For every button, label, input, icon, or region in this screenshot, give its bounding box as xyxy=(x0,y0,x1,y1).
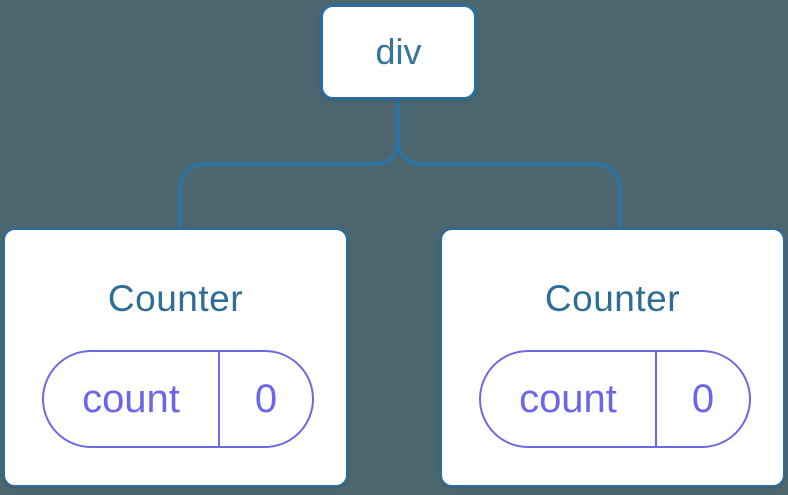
state-pill-divider xyxy=(218,352,220,446)
state-value: 0 xyxy=(254,376,278,421)
tree-node-div-label: div xyxy=(375,31,422,72)
state-value: 0 xyxy=(691,376,715,421)
state-pill: count 0 xyxy=(479,350,751,448)
state-key: count xyxy=(82,376,180,421)
state-pill: count 0 xyxy=(42,350,314,448)
state-pill-divider xyxy=(655,352,657,446)
tree-node-counter-1: Counter count 0 xyxy=(3,228,348,487)
counter-title: Counter xyxy=(107,278,244,319)
connector-right-branch xyxy=(396,100,622,229)
connector-left-branch xyxy=(178,100,400,229)
tree-node-counter-2: Counter count 0 xyxy=(440,228,785,487)
tree-node-div: div xyxy=(320,4,477,100)
counter-title: Counter xyxy=(544,278,681,319)
state-key: count xyxy=(519,376,617,421)
